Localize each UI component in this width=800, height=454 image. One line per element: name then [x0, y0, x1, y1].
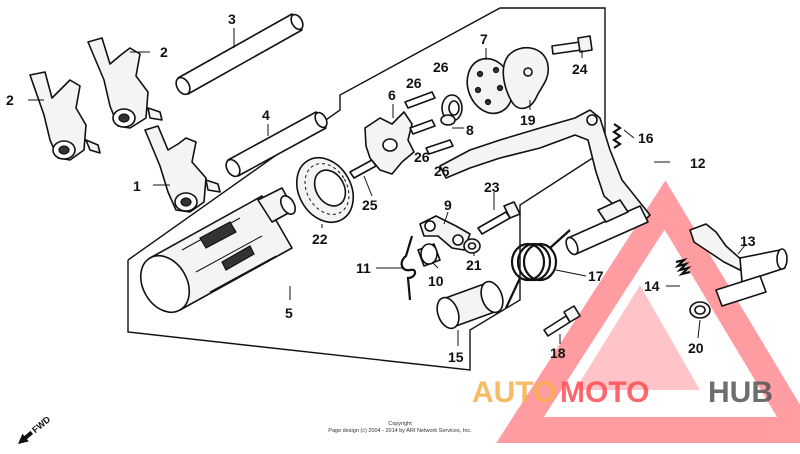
callout-4: 4 [262, 107, 270, 123]
watermark-moto: MOTO [560, 376, 649, 409]
callout-2-left: 2 [6, 92, 14, 108]
drum-stopper-arm [419, 215, 471, 251]
callout-12: 12 [690, 155, 706, 171]
shift-fork-upper [87, 37, 163, 129]
stopper-spring [400, 235, 417, 301]
drum-pins [404, 91, 454, 155]
arm-return-spring [674, 257, 692, 277]
shift-fork-left [29, 71, 101, 161]
copyright-line-1: Copyright [388, 421, 412, 427]
callout-21: 21 [466, 257, 482, 273]
watermark-wordmark: AUTO MOTO HUB [472, 376, 773, 409]
shift-cam-plate [502, 47, 550, 110]
fork-shaft-lower [225, 111, 328, 178]
callout-19: 19 [520, 112, 536, 128]
leader-lines [28, 28, 747, 346]
callout-15: 15 [448, 349, 464, 365]
stopper-bolt [543, 305, 581, 337]
shift-fork-center [144, 125, 221, 213]
watermark-logo [496, 180, 800, 443]
stopper-pin [349, 159, 377, 179]
callout-18: 18 [550, 345, 566, 361]
callout-13: 13 [740, 233, 756, 249]
callout-16: 16 [638, 130, 654, 146]
shift-drum [139, 187, 297, 314]
callout-26-c: 26 [414, 149, 430, 165]
callout-17: 17 [588, 268, 604, 284]
callout-2-upper: 2 [160, 44, 168, 60]
drum-bearing [295, 157, 355, 223]
callout-9: 9 [444, 197, 452, 213]
callout-6: 6 [388, 87, 396, 103]
watermark-hub: HUB [708, 376, 773, 409]
callout-22: 22 [312, 231, 328, 247]
stopper-bolt-23 [477, 201, 521, 235]
stopper-washer [463, 238, 481, 254]
callout-7: 7 [480, 31, 488, 47]
spindle-washer [689, 301, 711, 319]
forward-label: FWD [30, 414, 53, 435]
callout-23: 23 [484, 179, 500, 195]
shift-drum-arm [689, 223, 788, 307]
copyright-line-2: Page design (c) 2004 - 2014 by ARI Netwo… [328, 428, 472, 434]
callout-labels: 1 2 2 3 4 5 6 7 8 9 10 11 12 13 14 15 16… [6, 11, 756, 365]
stopper-collar [417, 243, 441, 267]
spindle-collar [436, 280, 504, 330]
callout-1: 1 [133, 178, 141, 194]
watermark-auto: AUTO [472, 376, 556, 409]
callout-14: 14 [644, 278, 660, 294]
callout-11: 11 [356, 260, 371, 276]
callout-20: 20 [688, 340, 704, 356]
forward-direction-indicator: FWD [18, 414, 53, 444]
drum-center-plate [364, 111, 415, 175]
fork-shaft-upper [175, 13, 304, 96]
forward-arrow-icon [18, 430, 34, 444]
callout-5: 5 [285, 305, 293, 321]
drum-collar [440, 94, 463, 126]
callout-25: 25 [362, 197, 378, 213]
callout-24: 24 [572, 61, 588, 77]
callout-26-a: 26 [406, 75, 422, 91]
cam-bolt [551, 35, 593, 55]
callout-26-d: 26 [434, 163, 450, 179]
callout-3: 3 [228, 11, 236, 27]
return-spring-small [612, 123, 622, 149]
spindle-torsion-spring [505, 229, 571, 309]
group-outline [127, 7, 606, 371]
callout-10: 10 [428, 273, 444, 289]
callout-8: 8 [466, 122, 474, 138]
callout-26-b: 26 [433, 59, 449, 75]
gearshift-spindle [565, 199, 649, 256]
